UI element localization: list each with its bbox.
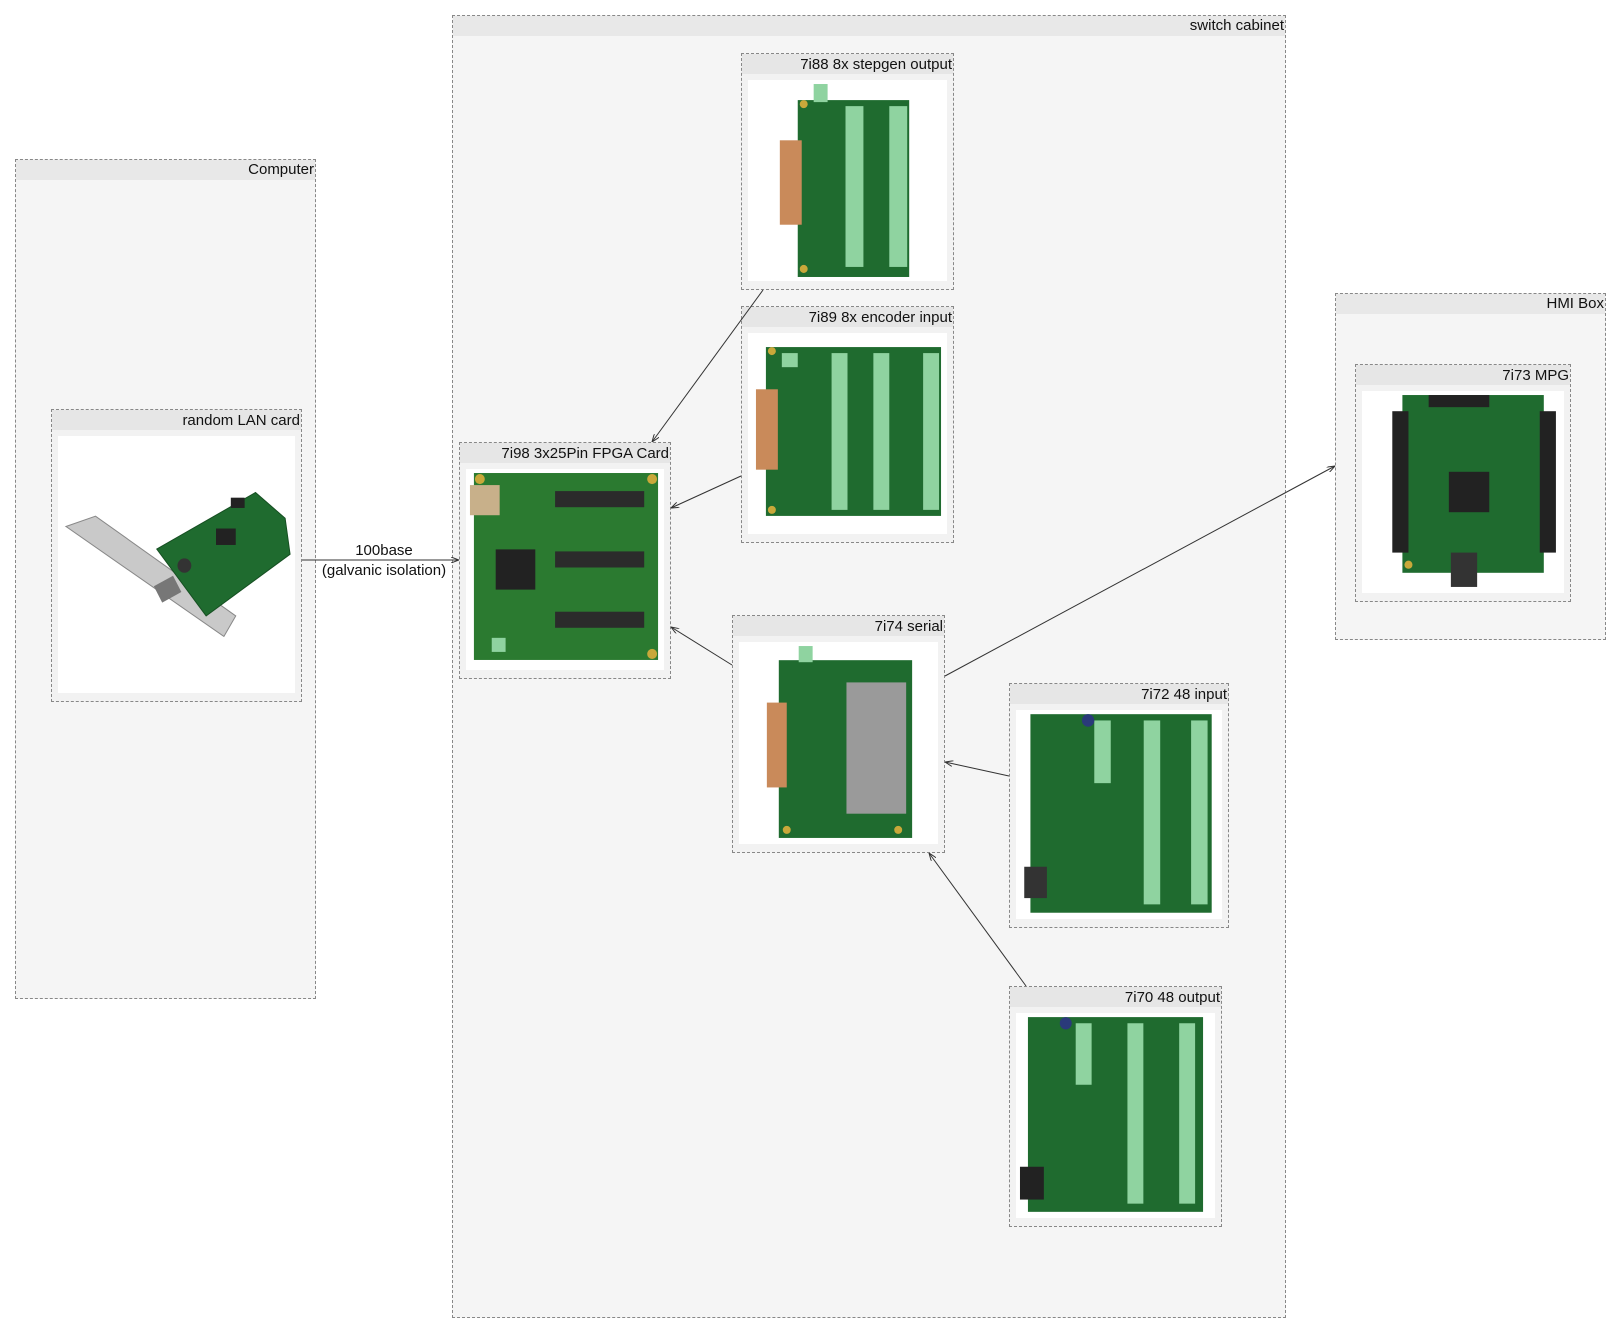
output48-card-label: 7i70 48 output bbox=[1010, 987, 1221, 1007]
lan-card-image bbox=[58, 436, 295, 693]
input48-card-node[interactable]: 7i72 48 input bbox=[1009, 683, 1229, 928]
mpg-card-node[interactable]: 7i73 MPG bbox=[1355, 364, 1571, 602]
stepgen-card-node[interactable]: 7i88 8x stepgen output bbox=[741, 53, 954, 290]
fpga-card-image bbox=[466, 469, 664, 670]
stepgen-card-image bbox=[748, 80, 947, 281]
output48-card-node[interactable]: 7i70 48 output bbox=[1009, 986, 1222, 1227]
edge-label-line1: 100base bbox=[355, 542, 413, 559]
stepgen-card-label: 7i88 8x stepgen output bbox=[742, 54, 953, 74]
hmi-box-group-label: HMI Box bbox=[1336, 294, 1605, 314]
encoder-card-node[interactable]: 7i89 8x encoder input bbox=[741, 306, 954, 543]
switch-cabinet-group-label: switch cabinet bbox=[453, 16, 1285, 36]
serial-card-image bbox=[739, 642, 938, 844]
serial-card-label: 7i74 serial bbox=[733, 616, 944, 636]
edge-lan-fpga-label: 100base (galvanic isolation) bbox=[316, 541, 452, 581]
edge-label-line2: (galvanic isolation) bbox=[321, 562, 447, 579]
fpga-card-node[interactable]: 7i98 3x25Pin FPGA Card bbox=[459, 442, 671, 679]
input48-card-image bbox=[1016, 710, 1222, 919]
output48-card-image bbox=[1016, 1013, 1215, 1218]
encoder-card-label: 7i89 8x encoder input bbox=[742, 307, 953, 327]
computer-group-label: Computer bbox=[16, 160, 315, 180]
serial-card-node[interactable]: 7i74 serial bbox=[732, 615, 945, 853]
fpga-card-label: 7i98 3x25Pin FPGA Card bbox=[460, 443, 670, 463]
lan-card-label: random LAN card bbox=[52, 410, 301, 430]
mpg-card-label: 7i73 MPG bbox=[1356, 365, 1570, 385]
input48-card-label: 7i72 48 input bbox=[1010, 684, 1228, 704]
lan-card-node[interactable]: random LAN card bbox=[51, 409, 302, 702]
mpg-card-image bbox=[1362, 391, 1564, 593]
encoder-card-image bbox=[748, 333, 947, 534]
